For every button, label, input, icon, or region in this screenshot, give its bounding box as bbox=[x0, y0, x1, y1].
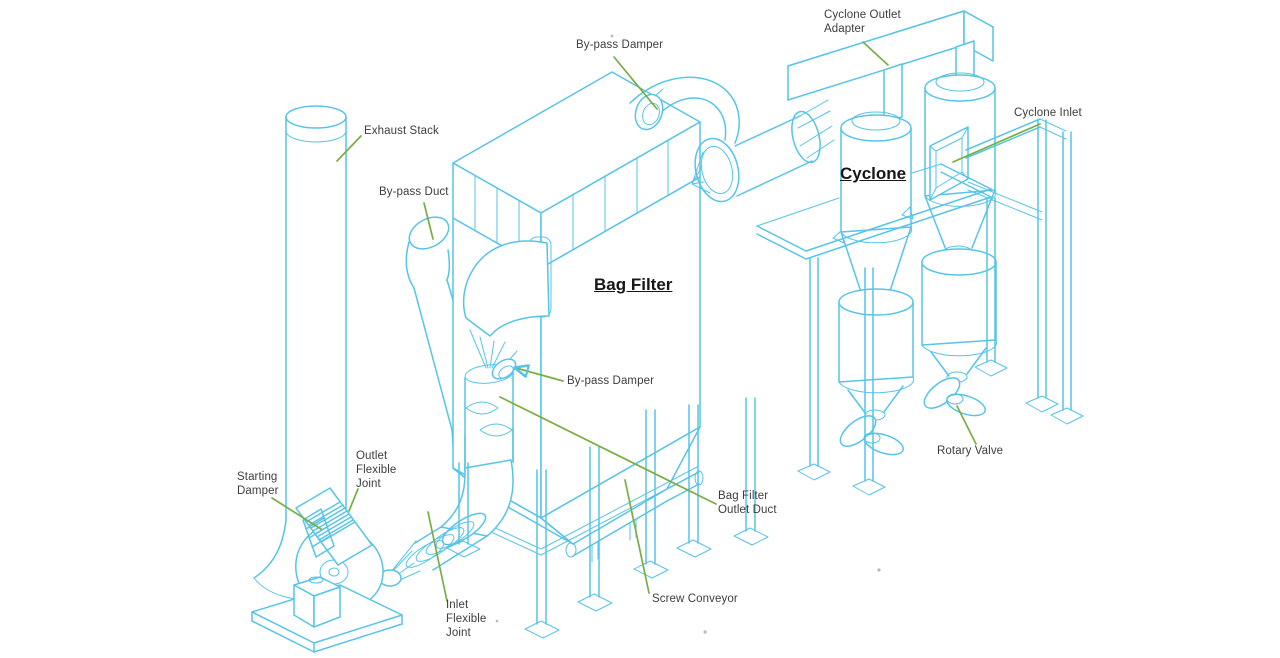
label-starting-damper: Starting Damper bbox=[237, 471, 279, 498]
cyclone-assembly-drawing bbox=[756, 72, 1084, 496]
cyclone-stand-frame-drawing bbox=[756, 118, 1067, 260]
screw-conveyor-drawing bbox=[466, 466, 704, 563]
label-bag-filter-outlet-duct: Bag Filter Outlet Duct bbox=[718, 490, 777, 517]
label-rotary-valve: Rotary Valve bbox=[937, 445, 1004, 457]
rotary-valve-front-drawing bbox=[838, 288, 915, 456]
exhaust-stack-drawing bbox=[253, 105, 367, 601]
label-cyclone-heading: Cyclone bbox=[840, 164, 907, 183]
label-cyclone-inlet: Cyclone Inlet bbox=[1014, 107, 1082, 119]
starting-damper-drawing bbox=[302, 508, 335, 558]
label-bypass-duct: By-pass Duct bbox=[379, 186, 449, 198]
fan-motor-drawing bbox=[293, 576, 341, 628]
cyclone-outlet-adapter-drawing bbox=[629, 10, 994, 203]
bag-filter-outlet-duct-drawing bbox=[462, 236, 552, 473]
label-bag-filter-heading: Bag Filter bbox=[594, 275, 673, 294]
label-bypass-damper-top: By-pass Damper bbox=[576, 39, 664, 51]
leader-lines bbox=[271, 41, 1041, 602]
bag-filter-legs-drawing bbox=[446, 397, 769, 639]
label-cyclone-outlet-adapter: Cyclone Outlet Adapter bbox=[824, 9, 901, 36]
label-exhaust-stack: Exhaust Stack bbox=[364, 125, 439, 137]
cyclone-front-drawing bbox=[840, 111, 913, 302]
label-outlet-flexible-joint: Outlet Flexible Joint bbox=[356, 450, 397, 491]
cyclone-stand-legs-drawing bbox=[797, 119, 1084, 496]
label-inlet-flexible-joint: Inlet Flexible Joint bbox=[446, 599, 487, 640]
label-screw-conveyor: Screw Conveyor bbox=[652, 593, 738, 605]
cyclone-inlet-drawing bbox=[929, 126, 969, 201]
bypass-damper-mid-drawing bbox=[491, 350, 518, 380]
inlet-flexible-joint-drawing bbox=[405, 512, 488, 571]
bypass-damper-top-drawing bbox=[634, 88, 664, 131]
label-bypass-damper-mid: By-pass Damper bbox=[567, 375, 655, 387]
rotary-valve-rear-drawing bbox=[921, 248, 998, 417]
